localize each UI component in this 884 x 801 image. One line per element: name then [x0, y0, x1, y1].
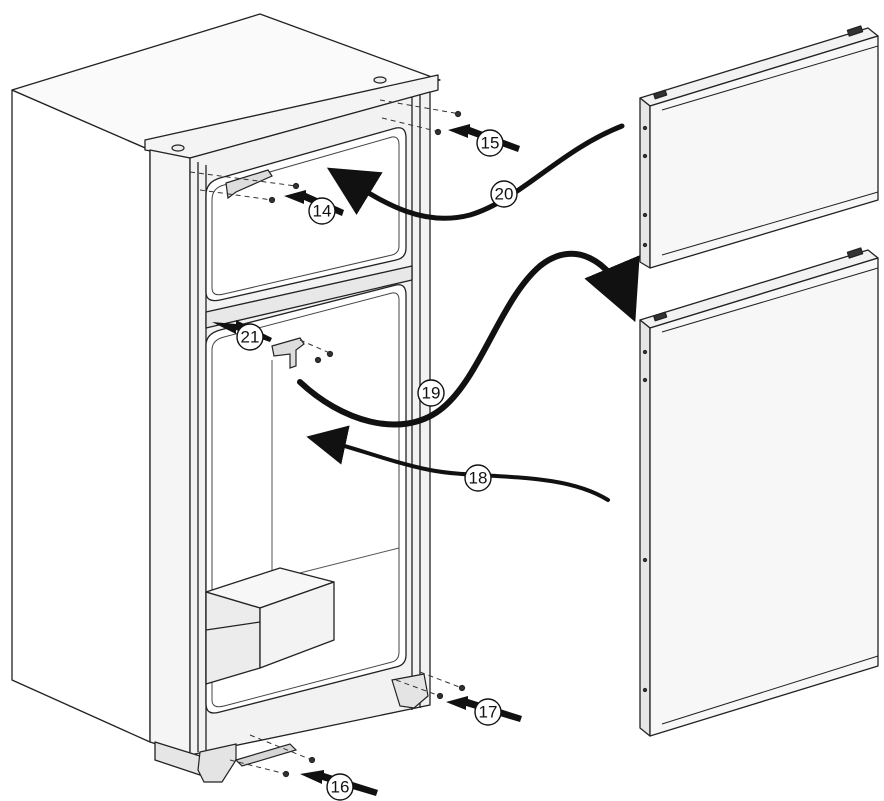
callout-18-number: 18 — [469, 469, 488, 488]
callout-19: 19 — [417, 379, 445, 407]
callout-14: 14 — [308, 197, 336, 225]
cabinet-front-frame — [149, 149, 191, 756]
cabinet-left-side — [11, 89, 151, 743]
callout-21: 21 — [236, 323, 264, 351]
callout-15-number: 15 — [481, 134, 500, 153]
callout-20-number: 20 — [495, 185, 514, 204]
callout-16-number: 16 — [331, 778, 350, 797]
compartment-divider — [205, 265, 413, 329]
callout-14-number: 14 — [313, 202, 332, 221]
freezer-door — [639, 25, 879, 269]
upper-door-stop-bracket — [225, 169, 273, 200]
callout-20: 20 — [490, 180, 518, 208]
arrow-18 — [306, 425, 610, 502]
bottom-hinge-left — [197, 743, 237, 783]
movement-arrows — [297, 123, 640, 502]
bottom-foot-right — [391, 673, 429, 709]
callout-17: 17 — [474, 698, 502, 726]
bottom-hinge-bracket — [234, 743, 298, 767]
callout-17-number: 17 — [479, 703, 498, 722]
callout-15: 15 — [476, 129, 504, 157]
hardware-parts — [171, 76, 466, 783]
arrow-20 — [326, 123, 625, 221]
middle-hinge — [271, 337, 305, 369]
crisper-drawer — [205, 567, 335, 685]
callout-labels: 14 15 16 17 18 19 20 21 — [236, 129, 518, 801]
callout-19-number: 19 — [422, 384, 441, 403]
top-hinge-hole-left — [171, 144, 185, 152]
cabinet-top — [11, 13, 441, 151]
arrow-19 — [297, 250, 640, 428]
callout-21-number: 21 — [241, 328, 260, 347]
top-hinge-hole-right — [373, 76, 387, 84]
callout-16: 16 — [326, 773, 354, 801]
assembly-guide-lines — [189, 99, 463, 775]
refrigerator-cabinet — [11, 13, 441, 776]
callout-18: 18 — [464, 464, 492, 492]
fridge-door — [639, 247, 879, 737]
